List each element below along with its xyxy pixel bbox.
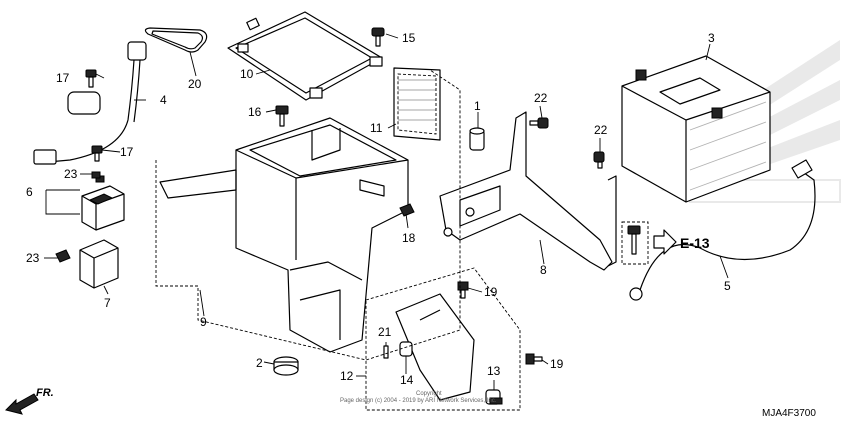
callout-18[interactable]: 18 bbox=[402, 231, 416, 245]
pad-part[interactable] bbox=[393, 67, 441, 141]
bolt-17-upper-part[interactable] bbox=[85, 69, 97, 88]
battery-stay-part[interactable] bbox=[439, 111, 617, 271]
pin-19-lower-part[interactable] bbox=[525, 353, 543, 365]
rubber-band-part[interactable] bbox=[144, 27, 208, 53]
relay-boot-part[interactable] bbox=[79, 239, 119, 289]
clip-23-upper-part[interactable] bbox=[91, 171, 101, 179]
callout-17-upper[interactable]: 17 bbox=[56, 71, 70, 85]
callout-12[interactable]: 12 bbox=[340, 369, 354, 383]
wire-harness-part[interactable] bbox=[33, 41, 147, 165]
copyright-line-2: Page design (c) 2004 - 2019 by ARI Netwo… bbox=[340, 398, 497, 404]
callout-13[interactable]: 13 bbox=[487, 364, 501, 378]
diagram-code: MJA4F3700 bbox=[762, 408, 816, 419]
callout-16[interactable]: 16 bbox=[248, 105, 262, 119]
battery-box-part[interactable] bbox=[159, 117, 409, 353]
front-arrow-icon bbox=[5, 393, 39, 415]
callout-21[interactable]: 21 bbox=[378, 325, 392, 339]
callouts: 1 2 3 4 5 6 7 8 9 10 11 12 13 14 15 16 1… bbox=[26, 31, 731, 387]
callout-14[interactable]: 14 bbox=[400, 373, 414, 387]
leader-lines bbox=[44, 33, 729, 390]
bolt-17-lower-part[interactable] bbox=[91, 145, 103, 162]
reference-label: E-13 bbox=[680, 235, 710, 251]
callout-19-upper[interactable]: 19 bbox=[484, 285, 498, 299]
callout-10[interactable]: 10 bbox=[240, 67, 254, 81]
bolt-22-lower-part[interactable] bbox=[593, 151, 605, 169]
callout-2[interactable]: 2 bbox=[256, 356, 263, 370]
callout-23-upper[interactable]: 23 bbox=[64, 167, 78, 181]
callout-23-lower[interactable]: 23 bbox=[26, 251, 40, 265]
callout-9[interactable]: 9 bbox=[200, 315, 207, 329]
cover-assembly-part[interactable] bbox=[365, 267, 521, 411]
screw-15-part[interactable] bbox=[371, 27, 385, 47]
front-label: FR. bbox=[36, 387, 54, 399]
bolt-16-part[interactable] bbox=[275, 105, 289, 127]
battery-cover-plate-part[interactable] bbox=[227, 11, 383, 101]
reference-arrow[interactable]: E-13 bbox=[621, 221, 710, 265]
callout-7[interactable]: 7 bbox=[104, 296, 111, 310]
relay-part[interactable] bbox=[81, 175, 125, 231]
grommet-2-part[interactable] bbox=[273, 356, 299, 376]
callout-11[interactable]: 11 bbox=[370, 121, 383, 135]
battery-terminal-bolt-part[interactable] bbox=[627, 225, 641, 255]
callout-3[interactable]: 3 bbox=[708, 31, 715, 45]
callout-5[interactable]: 5 bbox=[724, 279, 731, 293]
relay-bracket-line bbox=[45, 189, 80, 215]
callout-20[interactable]: 20 bbox=[188, 77, 202, 91]
callout-22-upper[interactable]: 22 bbox=[534, 91, 548, 105]
clip-18-part[interactable] bbox=[399, 203, 415, 217]
callout-17-lower[interactable]: 17 bbox=[120, 145, 134, 159]
clip-23-lower-part[interactable] bbox=[55, 249, 71, 263]
pin-21-part[interactable] bbox=[383, 345, 389, 359]
pin-19-upper-part[interactable] bbox=[457, 281, 469, 299]
battery-box-assembly-outline bbox=[155, 69, 461, 361]
callout-19-lower[interactable]: 19 bbox=[550, 357, 564, 371]
callout-1[interactable]: 1 bbox=[474, 99, 481, 113]
bolt-22-upper-part[interactable] bbox=[529, 117, 549, 129]
callout-8[interactable]: 8 bbox=[540, 263, 547, 277]
grommet-13-part[interactable] bbox=[485, 389, 503, 405]
callout-4[interactable]: 4 bbox=[160, 93, 167, 107]
front-direction-indicator: FR. bbox=[5, 387, 54, 415]
copyright: Copyright Page design (c) 2004 - 2019 by… bbox=[340, 391, 497, 404]
callout-22-lower[interactable]: 22 bbox=[594, 123, 608, 137]
battery-part[interactable] bbox=[621, 55, 771, 203]
copyright-line-1: Copyright bbox=[416, 391, 442, 397]
callout-15[interactable]: 15 bbox=[402, 31, 416, 45]
collar-part[interactable] bbox=[469, 127, 485, 151]
callout-6[interactable]: 6 bbox=[26, 185, 33, 199]
